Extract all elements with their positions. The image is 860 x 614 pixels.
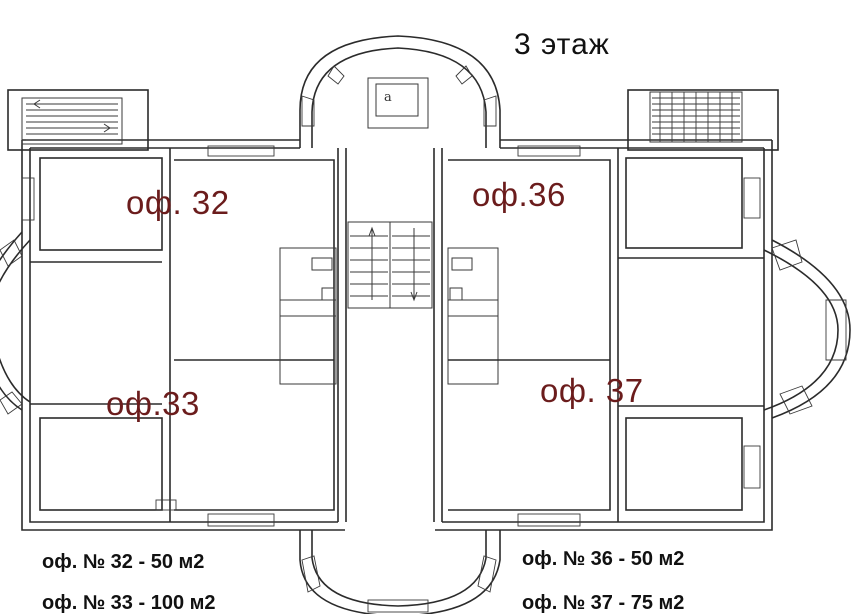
office-label-33: оф.33 xyxy=(106,385,200,422)
bay-right xyxy=(763,239,851,419)
bay-left xyxy=(0,231,31,415)
right-wing-rooms xyxy=(448,145,764,527)
office-label-37: оф. 37 xyxy=(540,372,644,409)
stair-left-top xyxy=(7,89,149,151)
office-label-36: оф.36 xyxy=(472,176,566,213)
area-line-32: оф. № 32 - 50 м2 xyxy=(42,551,205,573)
area-line-33: оф. № 33 - 100 м2 xyxy=(42,592,216,614)
stair-mark: а xyxy=(384,90,392,105)
stair-right-top xyxy=(627,89,779,151)
outer-walls xyxy=(21,139,773,531)
apse-bottom xyxy=(299,530,501,614)
central-core xyxy=(279,148,499,522)
left-wing-rooms xyxy=(21,145,335,527)
apse-top xyxy=(299,35,501,148)
area-line-37: оф. № 37 - 75 м2 xyxy=(522,592,685,614)
office-label-32: оф. 32 xyxy=(126,184,230,221)
floor-title: 3 этаж xyxy=(514,28,610,61)
area-line-36: оф. № 36 - 50 м2 xyxy=(522,548,685,570)
